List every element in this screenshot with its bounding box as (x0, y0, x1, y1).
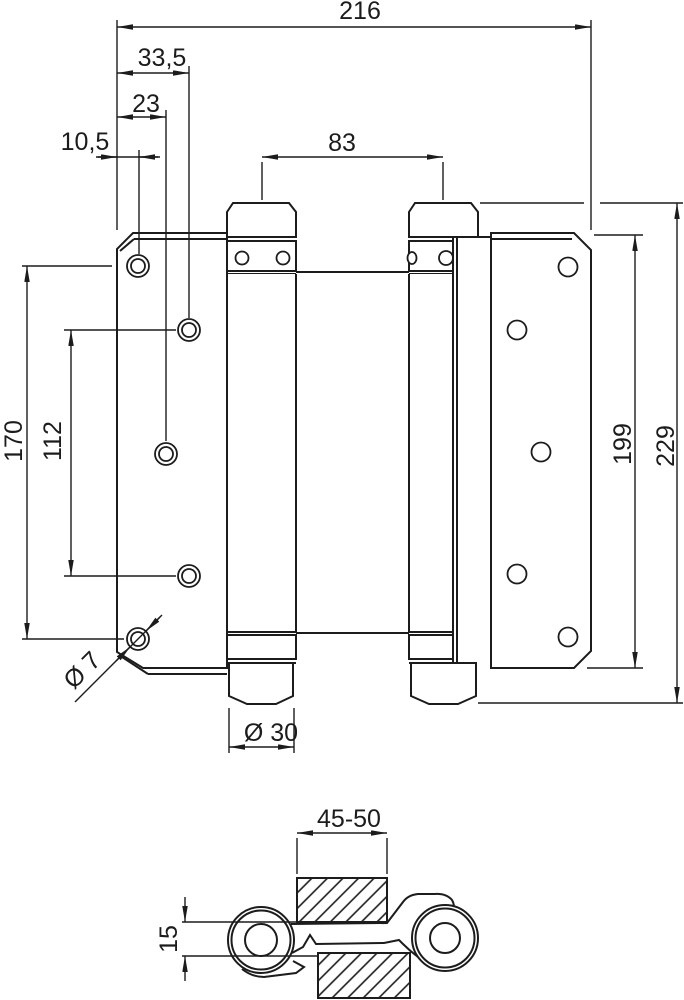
left-barrel-body-fill (228, 274, 295, 632)
left-leaf-screw-holes (126, 254, 201, 651)
dim-label-hole-offset-mid: 23 (132, 90, 160, 118)
left-barrel-top-cap (226, 202, 297, 238)
dim-label-leaf-height: 199 (609, 423, 637, 465)
strap-top-edge (290, 892, 455, 925)
barrel-screw (438, 250, 454, 266)
left-barrel-collar (226, 634, 297, 660)
knuckle-inner-ring (230, 909, 292, 971)
right-barrel-bottom-cap (410, 662, 477, 705)
right-leaf-plate (490, 232, 592, 669)
right-spring-barrel (406, 240, 454, 664)
section-view: 45-50 15 (155, 805, 479, 999)
screw-hole-inner (181, 568, 197, 584)
dim-label-door-thickness: 45-50 (317, 805, 381, 833)
section-view-dimensions: 45-50 15 (155, 805, 388, 981)
dim-arrow (115, 646, 131, 662)
dim-label-barrel-diameter: Ø 30 (244, 719, 298, 747)
strap-bottom-edge (291, 933, 419, 958)
center-strap (290, 892, 455, 958)
wrap-strip-fill (453, 237, 491, 668)
barrel-screw (406, 251, 418, 265)
left-leaf-fold-top-chamfer (119, 238, 135, 252)
dim-label-hole-span-outer: 170 (0, 420, 28, 462)
screw-hole-inner (181, 322, 197, 338)
screw-hole-inner (130, 258, 146, 274)
barrel-screw (275, 250, 291, 266)
front-view: 216 33,5 23 10,5 83 170 112 199 229 Ø 7 … (0, 0, 683, 753)
right-barrel-caps (408, 202, 479, 705)
dim-arrow (145, 616, 161, 632)
left-barrel-bottom-cap (228, 662, 294, 705)
right-knuckle (411, 904, 479, 972)
right-leaf-wrap-strip (452, 236, 491, 668)
right-barrel-collar (408, 634, 454, 660)
right-barrel-body-fill (410, 274, 453, 632)
right-barrel-top-cap (408, 202, 479, 238)
door-panel-lower (317, 952, 411, 999)
screw-hole-inner (158, 446, 174, 462)
knuckle-wrap-tail (241, 960, 306, 979)
knuckle-inner-ring (414, 907, 476, 969)
screw-hole (506, 319, 528, 341)
knuckle-pin-hole (429, 922, 461, 954)
screw-hole (557, 256, 579, 278)
dim-label-section-offset: 15 (155, 925, 183, 953)
dim-label-hole-offset-outer: 33,5 (138, 44, 187, 72)
dim-label-hole-offset-inner: 10,5 (61, 128, 110, 156)
dim-label-overall-height: 229 (652, 425, 680, 467)
knuckle-pin-hole (244, 923, 278, 957)
dim-label-hole-span-inner: 112 (39, 421, 67, 461)
left-spring-barrel (226, 202, 297, 705)
screw-hole (557, 626, 579, 648)
left-knuckle (227, 906, 306, 979)
screw-hole (506, 563, 528, 585)
screw-hole (530, 441, 552, 463)
left-leaf-plate (116, 232, 228, 675)
door-panel-upper (296, 877, 388, 923)
barrel-screw (234, 250, 250, 266)
right-leaf-screw-holes (506, 256, 579, 648)
dim-label-overall-width: 216 (339, 0, 381, 25)
dim-label-barrel-spacing: 83 (328, 129, 356, 157)
center-bridge (296, 271, 409, 634)
dim-label-screw-hole-diameter: Ø 7 (58, 646, 106, 694)
